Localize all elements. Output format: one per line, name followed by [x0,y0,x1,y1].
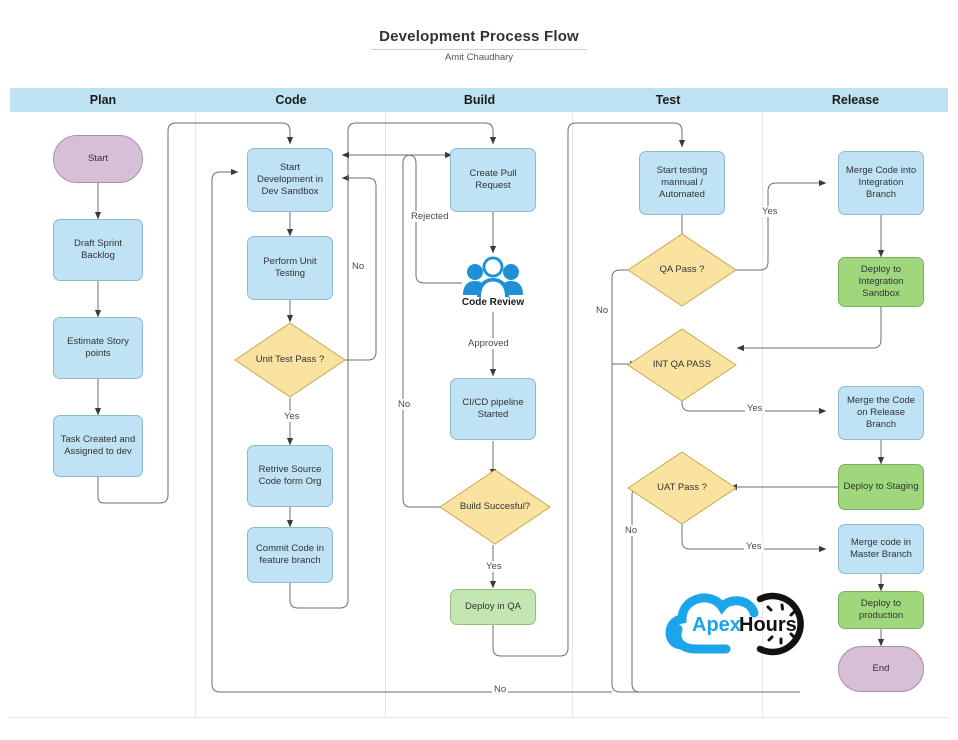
node-qa-pass[interactable]: QA Pass ? [627,233,737,307]
node-start-development[interactable]: Start Development in Dev Sandbox [247,148,333,212]
lane-header-release: Release [763,88,948,112]
apex-hours-logo: Apex Hours [664,583,810,657]
edge-label-uat-no: No [623,525,640,536]
node-estimate-story-points[interactable]: Estimate Story points [53,317,143,379]
page-title: Development Process Flow [379,28,579,45]
logo-word-hours: Hours [739,614,797,636]
node-retrieve-source-code[interactable]: Retrive Source Code form Org [247,445,333,507]
lane-header-plan: Plan [10,88,197,112]
node-uat-pass-label: UAT Pass ? [657,482,707,493]
node-deploy-staging[interactable]: Deploy to Staging [838,464,924,510]
node-deploy-in-qa[interactable]: Deploy in QA [450,589,536,625]
node-build-successful[interactable]: Build Succesful? [439,469,551,545]
node-start[interactable]: Start [53,135,143,183]
title-underline [371,49,587,50]
node-merge-release-branch[interactable]: Merge the Code on Release Branch [838,386,924,440]
logo-word-apex: Apex [692,614,741,636]
edge-label-rejected: Rejected [409,211,451,222]
node-deploy-production[interactable]: Deploy to production [838,591,924,629]
lane-header-code: Code [196,88,387,112]
page-subtitle: Amit Chaudhary [444,52,514,63]
node-perform-unit-testing[interactable]: Perform Unit Testing [247,236,333,300]
edge-label-qa-pass-no: No [594,305,611,316]
node-end[interactable]: End [838,646,924,692]
edge-label-uat-yes: Yes [744,541,764,552]
node-unit-test-pass[interactable]: Unit Test Pass ? [234,322,346,398]
node-cicd-pipeline[interactable]: CI/CD pipeline Started [450,378,536,440]
lane-header-build: Build [386,88,574,112]
edge-label-unit-test-no: No [350,261,367,272]
node-int-qa-pass-label: INT QA PASS [652,359,712,370]
node-int-qa-pass[interactable]: INT QA PASS [627,328,737,402]
edge-label-qa-pass-yes: Yes [760,206,780,217]
node-draft-sprint-backlog[interactable]: Draft Sprint Backlog [53,219,143,281]
node-uat-pass[interactable]: UAT Pass ? [627,451,737,525]
node-unit-test-pass-label: Unit Test Pass ? [255,354,325,365]
node-deploy-integration-sandbox[interactable]: Deploy to Integration Sandbox [838,257,924,307]
node-merge-master-branch[interactable]: Merge code in Master Branch [838,524,924,574]
code-review-icon [461,255,525,299]
code-review-label: Code Review [461,297,525,308]
edge-label-bottom-no: No [492,684,509,695]
node-create-pull-request[interactable]: Create Pull Request [450,148,536,212]
node-task-created[interactable]: Task Created and Assigned to dev [53,415,143,477]
lane-header-test: Test [573,88,764,112]
node-start-testing[interactable]: Start testing mannual / Automated [639,151,725,215]
node-merge-integration-branch[interactable]: Merge Code into Integration Branch [838,151,924,215]
edge-label-int-qa-yes: Yes [745,403,765,414]
edge-label-unit-test-yes: Yes [282,411,302,422]
node-commit-code[interactable]: Commit Code in feature branch [247,527,333,583]
edge-label-build-no: No [396,399,413,410]
node-build-successful-label: Build Succesful? [459,501,531,512]
edge-label-approved: Approved [466,338,511,349]
node-qa-pass-label: QA Pass ? [659,264,705,275]
edge-label-build-yes: Yes [484,561,504,572]
